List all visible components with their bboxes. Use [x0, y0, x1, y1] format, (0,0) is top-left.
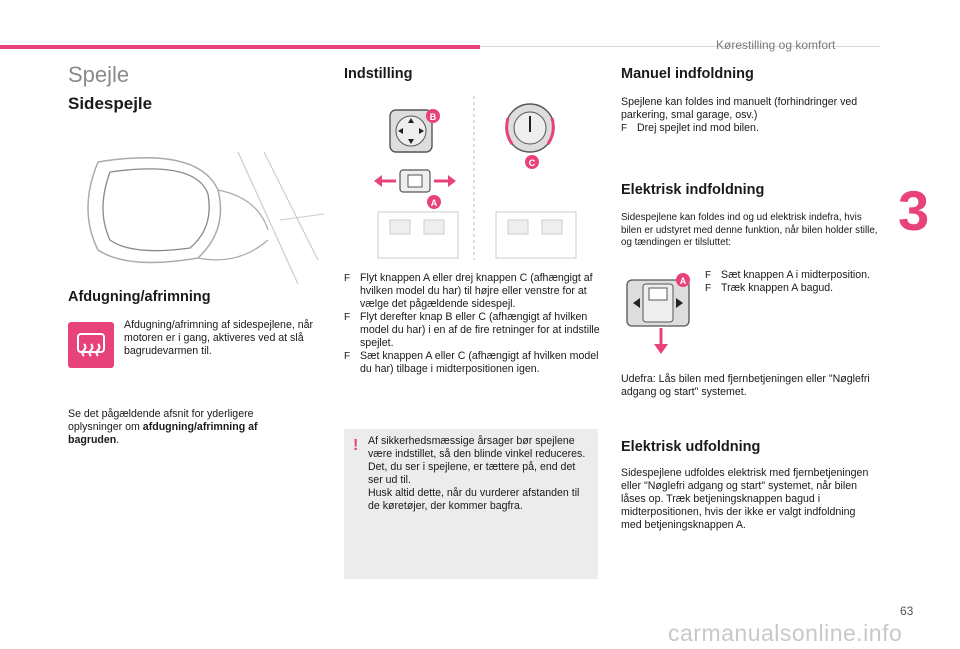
defrost-reference: Se det pågældende afsnit for yderligere …	[68, 408, 258, 446]
side-mirror-illustration	[87, 151, 324, 284]
warning-icon: !	[353, 437, 359, 454]
electric-folding-note: Udefra: Lås bilen med fjernbetjeningen e…	[621, 373, 870, 398]
label-a: A	[431, 198, 438, 208]
mirror-control-illustration: B A C	[374, 96, 577, 260]
subtitle-side-mirrors: Sidespejle	[68, 94, 153, 113]
label-b: B	[430, 112, 437, 122]
electric-folding-title: Elektrisk indfoldning	[621, 182, 765, 198]
safety-warning-box: ! Af sikkerhedsmæssige årsager bør spejl…	[344, 429, 598, 579]
adjustment-title: Indstilling	[344, 66, 413, 82]
rear-defrost-icon	[68, 322, 114, 368]
section-title: Spejle	[68, 62, 130, 87]
header-rule	[480, 46, 880, 47]
header-title: Kørestilling og komfort	[716, 38, 836, 52]
electric-unfolding-title: Elektrisk udfoldning	[621, 439, 761, 455]
safety-warning-text: Af sikkerhedsmæssige årsager bør spejlen…	[368, 435, 586, 512]
electric-unfolding-text: Sidespejlene udfoldes elektrisk med fjer…	[621, 467, 869, 531]
watermark: carmanualsonline.info	[668, 620, 903, 646]
defrost-text: Afdugning/afrimning af sidespejlene, når…	[124, 319, 314, 357]
manual-folding-text: Spejlene kan foldes ind manuelt (forhind…	[621, 96, 858, 121]
column-right: Manuel indfoldning Spejlene kan foldes i…	[621, 66, 883, 135]
mirror-fold-switch-illustration: A	[626, 273, 690, 354]
header-accent-bar	[0, 45, 480, 49]
column-left: Spejle Sidespejle	[68, 62, 328, 114]
electric-folding-text: Sidespejlene kan foldes ind og ud elektr…	[621, 212, 878, 248]
label-c: C	[529, 158, 536, 168]
column-middle: Indstilling	[344, 66, 600, 82]
defrost-title: Afdugning/afrimning	[68, 289, 211, 305]
page-number: 63	[900, 604, 914, 618]
manual-folding-title: Manuel indfoldning	[621, 66, 754, 82]
chapter-number: 3	[898, 179, 930, 242]
label-a-fold: A	[680, 276, 687, 286]
